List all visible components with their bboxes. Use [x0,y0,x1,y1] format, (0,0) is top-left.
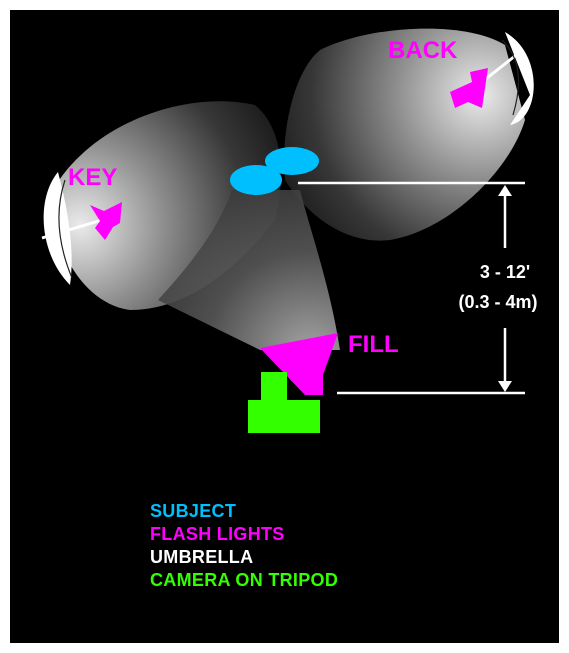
distance-meters-label: (0.3 - 4m) [458,292,537,312]
distance-dimension [298,181,525,395]
lighting-diagram-canvas: BACK KEY FILL 3 - 12' (0.3 - 4m) SUBJECT… [10,10,559,643]
legend-item-camera-on-tripod: CAMERA ON TRIPOD [150,570,339,590]
camera-on-tripod [248,372,320,433]
back-umbrella [481,32,534,125]
back-light-beam [284,28,525,241]
fill-light-beam [158,190,340,350]
back-label: BACK [388,37,458,64]
key-flash-light [90,202,122,240]
legend-item-umbrella: UMBRELLA [150,547,254,567]
fill-label: FILL [348,331,399,358]
back-flash-light [450,68,488,108]
key-label: KEY [68,164,117,191]
legend: SUBJECT FLASH LIGHTS UMBRELLA CAMERA ON … [150,500,338,592]
legend-item-subject: SUBJECT [150,501,237,521]
distance-feet-label: 3 - 12' [480,262,530,282]
fill-flash-light [260,333,338,395]
key-umbrella [41,172,103,285]
legend-item-flash-lights: FLASH LIGHTS [150,524,285,544]
subject [230,147,319,195]
